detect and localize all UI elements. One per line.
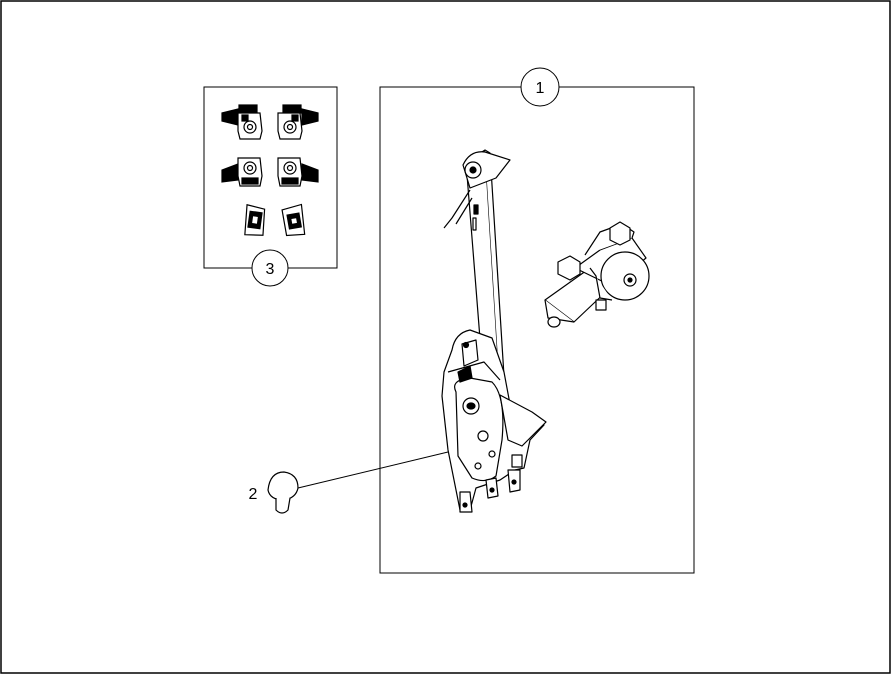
clip-icon xyxy=(281,203,306,237)
regulator-group: 1 xyxy=(379,67,695,574)
clip-kit-group: 3 xyxy=(203,86,338,287)
clip-icon xyxy=(221,157,263,187)
callout-2-label: 2 xyxy=(249,486,258,503)
callout-3-label: 3 xyxy=(266,261,275,278)
regulator-rail-icon xyxy=(441,149,547,513)
callout-1-label: 1 xyxy=(536,80,545,97)
motor-icon xyxy=(544,221,650,328)
clip-icon xyxy=(277,157,319,187)
push-pin-group: 2 xyxy=(249,451,449,514)
clip-icon xyxy=(277,104,319,140)
clip-icon xyxy=(221,104,263,140)
leader-line xyxy=(297,451,449,489)
callout-3-circle xyxy=(251,249,289,287)
callout-1-circle xyxy=(520,67,560,107)
clip-icon xyxy=(244,203,266,236)
